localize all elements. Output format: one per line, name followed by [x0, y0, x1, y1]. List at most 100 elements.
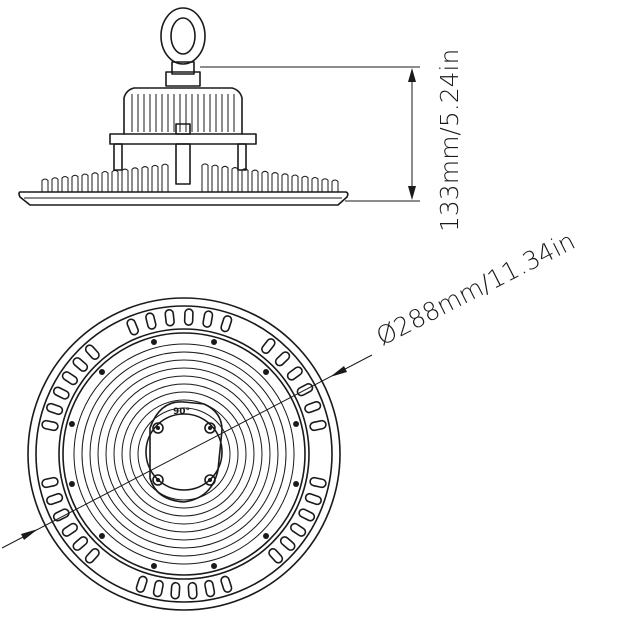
vent-slot — [187, 581, 198, 600]
heatsink-rings — [73, 343, 295, 565]
rim-screw — [150, 563, 157, 570]
rim-screws — [68, 338, 300, 570]
vent-slot — [72, 536, 89, 551]
vent-slot — [126, 318, 139, 336]
rim-screw — [263, 533, 270, 540]
vent-slot — [304, 400, 322, 414]
rim-screw — [98, 368, 105, 375]
hub-screw-center — [208, 426, 212, 430]
heatsink-fin — [91, 172, 99, 192]
heatsink-fin — [271, 172, 279, 192]
heatsink-fin — [201, 163, 209, 192]
vent-slot — [52, 386, 70, 400]
neck-post — [175, 143, 191, 185]
heatsink-fin — [141, 166, 149, 192]
heatsink-fin — [301, 175, 309, 192]
housing-base-plate — [109, 133, 257, 145]
vent-slot — [220, 575, 233, 593]
heatsink-fin — [291, 174, 299, 192]
vent-slot — [304, 492, 322, 506]
vent-slot — [286, 366, 303, 381]
rim-screw — [150, 338, 157, 345]
vent-slot — [220, 315, 233, 333]
heatsink-fin — [311, 177, 319, 192]
vent-slot — [84, 548, 100, 564]
center-hub — [149, 401, 223, 503]
heatsink-fin — [41, 178, 49, 192]
heatsink-ring — [81, 351, 287, 557]
rim-screw — [68, 420, 75, 427]
heatsink-ring — [121, 391, 247, 517]
vent-slot — [84, 344, 100, 360]
ring-stem — [171, 61, 195, 75]
hub-screw-center — [208, 478, 212, 482]
hub-screw-center — [156, 478, 160, 482]
neck-post — [113, 143, 123, 171]
outer-rim-inner — [35, 305, 333, 603]
heatsink-ring — [129, 399, 239, 509]
heatsink-fin — [251, 169, 259, 192]
hub-screw — [204, 474, 216, 486]
heatsink-fin — [121, 168, 129, 192]
vent-slot — [309, 419, 327, 432]
hub-screws — [152, 422, 216, 486]
heatsink-fin — [241, 168, 249, 192]
height-arrow-bottom — [408, 186, 416, 200]
vent-slot — [46, 402, 64, 416]
heatsink-fin — [51, 177, 59, 192]
hanging-ring — [160, 7, 206, 65]
heatsink-ring — [113, 383, 255, 525]
heatsink-ring — [105, 375, 263, 533]
heatsink-fin — [211, 164, 219, 192]
housing-ribs — [131, 94, 235, 132]
heatsink-ring — [137, 407, 231, 501]
base-rim — [18, 191, 349, 206]
heatsink-fin — [151, 164, 159, 192]
heatsink-fin — [71, 174, 79, 192]
diameter-label: Ø288mm/11.34in — [372, 226, 580, 351]
vent-slots — [41, 308, 327, 600]
vent-slot — [61, 522, 79, 537]
vent-slot — [261, 338, 276, 354]
heatsink-fin — [261, 170, 269, 192]
vent-slot — [52, 508, 70, 522]
rim-screw — [68, 481, 75, 488]
vent-slot — [61, 371, 79, 386]
top-view: 90° Ø288mm/11.34in — [1, 226, 580, 611]
neck-posts — [113, 143, 247, 185]
housing-collar — [175, 123, 191, 135]
vent-slot — [46, 492, 64, 506]
vent-slot — [298, 508, 316, 522]
rim-screw — [211, 338, 218, 345]
heatsink-fin — [221, 165, 229, 192]
vent-slot — [268, 548, 284, 564]
vent-slot — [164, 308, 175, 327]
heatsink-fin — [331, 179, 339, 192]
vent-slot — [279, 536, 296, 551]
height-label: 133mm/5.24in — [435, 49, 464, 232]
vent-slot — [145, 312, 157, 330]
hub-center — [145, 413, 223, 491]
ring-base — [165, 71, 201, 87]
heatsink-fins — [41, 163, 339, 192]
gasket-ring — [62, 332, 306, 576]
diameter-arrow-left — [21, 529, 38, 540]
vent-slot — [41, 476, 59, 489]
outer-rim — [27, 297, 341, 611]
angle-label: 90° — [173, 407, 190, 417]
vent-slot — [309, 476, 327, 489]
diameter-arrow-right — [330, 366, 347, 377]
rim-screw — [211, 563, 218, 570]
heatsink-fin — [161, 163, 169, 192]
rim-screw — [293, 481, 300, 488]
vent-slot — [152, 579, 164, 598]
driver-housing — [123, 87, 243, 135]
rim-screw — [263, 368, 270, 375]
vent-slot — [72, 357, 89, 372]
heatsink-ring — [97, 367, 271, 541]
neck-post — [237, 143, 247, 171]
vent-slot — [41, 419, 59, 432]
vent-slot — [204, 579, 216, 598]
vent-slot — [135, 575, 148, 593]
